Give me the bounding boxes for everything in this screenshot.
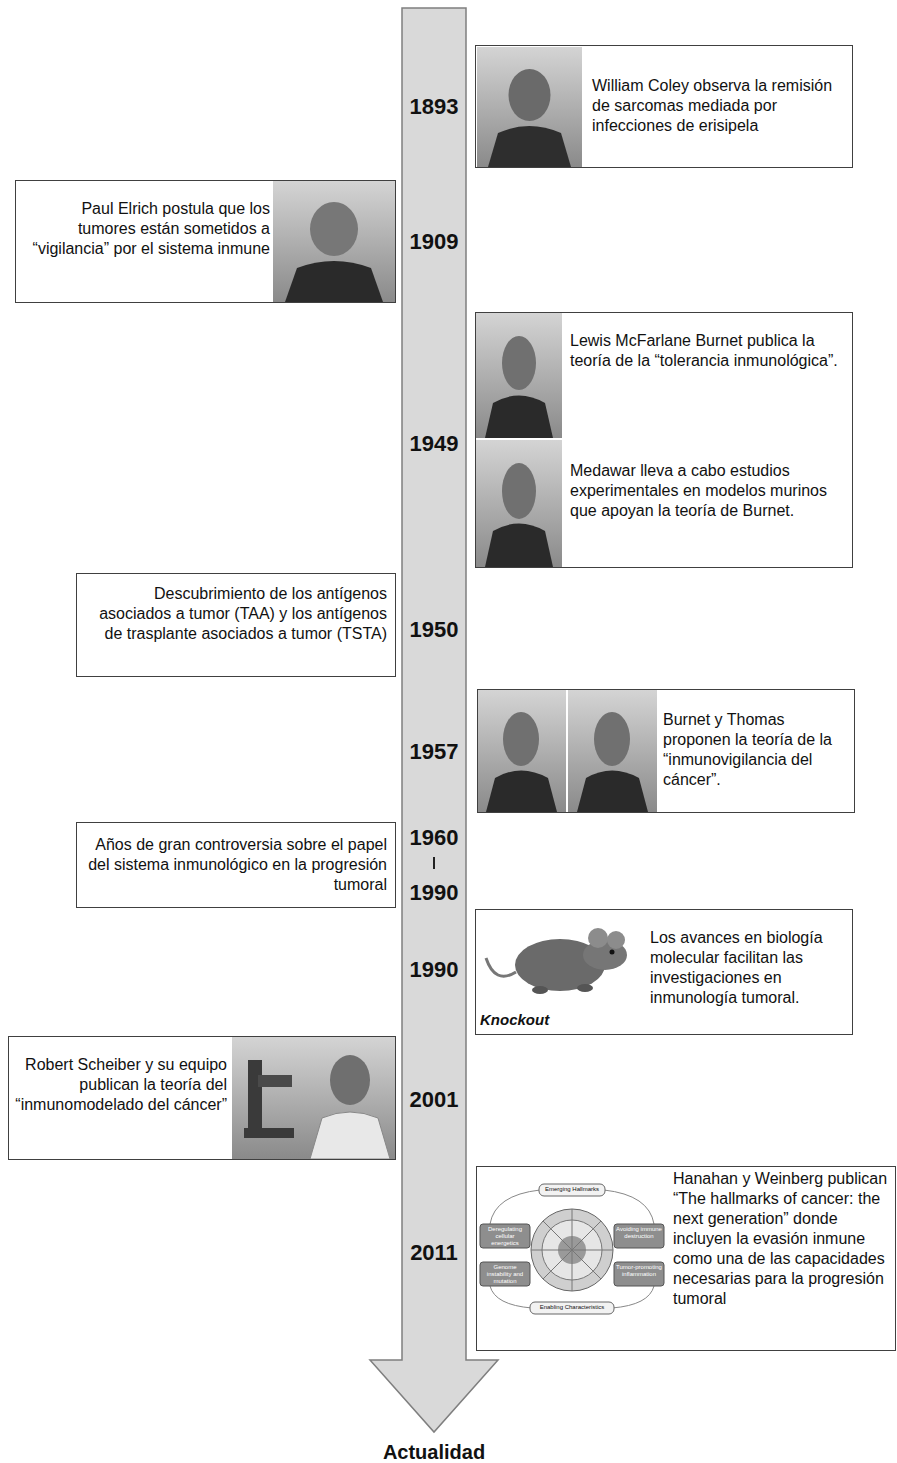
year-label: 2011 xyxy=(402,1240,466,1266)
year-label: 2001 xyxy=(402,1087,466,1113)
range-tick xyxy=(433,857,435,869)
portrait-photo xyxy=(476,313,562,438)
event-text: Hanahan y Weinberg publican “The hallmar… xyxy=(673,1169,893,1309)
event-box: Lewis McFarlane Burnet publica la teoría… xyxy=(475,312,853,568)
portrait-photo xyxy=(476,440,562,567)
event-box: Años de gran controversia sobre el papel… xyxy=(76,822,396,908)
event-box: Robert Scheiber y su equipo publican la … xyxy=(8,1036,396,1160)
event-text: William Coley observa la remisión de sar… xyxy=(592,76,848,136)
event-box: William Coley observa la remisión de sar… xyxy=(475,45,853,168)
event-text: Robert Scheiber y su equipo publican la … xyxy=(13,1055,227,1115)
figure-label: Avoiding immune destruction xyxy=(615,1226,663,1240)
portrait-photo xyxy=(568,690,657,812)
year-label: 1990 xyxy=(402,957,466,983)
year-label: 1950 xyxy=(402,617,466,643)
year-label: 1990 xyxy=(402,880,466,906)
year-label: 1960 xyxy=(402,825,466,851)
event-box: Paul Elrich postula que los tumores está… xyxy=(15,180,396,303)
portrait-photo xyxy=(273,181,395,302)
event-text: Burnet y Thomas proponen la teoría de la… xyxy=(663,710,851,790)
mouse-illustration xyxy=(486,928,627,994)
hallmarks-figure xyxy=(480,1184,664,1314)
event-box: Descubrimiento de los antígenos asociado… xyxy=(76,573,396,677)
event-text: Años de gran controversia sobre el papel… xyxy=(85,835,387,895)
year-label: 1909 xyxy=(402,229,466,255)
event-box: Burnet y Thomas proponen la teoría de la… xyxy=(477,689,855,813)
year-label: 1893 xyxy=(402,94,466,120)
image-caption: Knockout xyxy=(480,1010,600,1030)
figure-label: Emerging Hallmarks xyxy=(539,1186,605,1193)
figure-label: Enabling Characteristics xyxy=(530,1304,614,1311)
figure-label: Tumor-promoting inflammation xyxy=(615,1264,663,1278)
event-text: Descubrimiento de los antígenos asociado… xyxy=(85,584,387,644)
event-box: Los avances en biología molecular facili… xyxy=(475,909,853,1035)
event-text: Paul Elrich postula que los tumores está… xyxy=(24,199,270,259)
event-text: Lewis McFarlane Burnet publica la teoría… xyxy=(570,331,848,371)
year-label: 1957 xyxy=(402,739,466,765)
portrait-photo xyxy=(477,47,582,167)
event-text: Medawar lleva a cabo estudios experiment… xyxy=(570,461,848,521)
figure-label: Deregulating cellular energetics xyxy=(481,1226,529,1247)
year-label: 1949 xyxy=(402,431,466,457)
portrait-photo xyxy=(477,690,566,812)
portrait-photo xyxy=(232,1037,395,1159)
figure-label: Genome instability and mutation xyxy=(481,1264,529,1285)
event-text: Los avances en biología molecular facili… xyxy=(650,928,848,1008)
end-label: Actualidad xyxy=(334,1440,534,1463)
event-box: Hanahan y Weinberg publican “The hallmar… xyxy=(476,1166,896,1351)
